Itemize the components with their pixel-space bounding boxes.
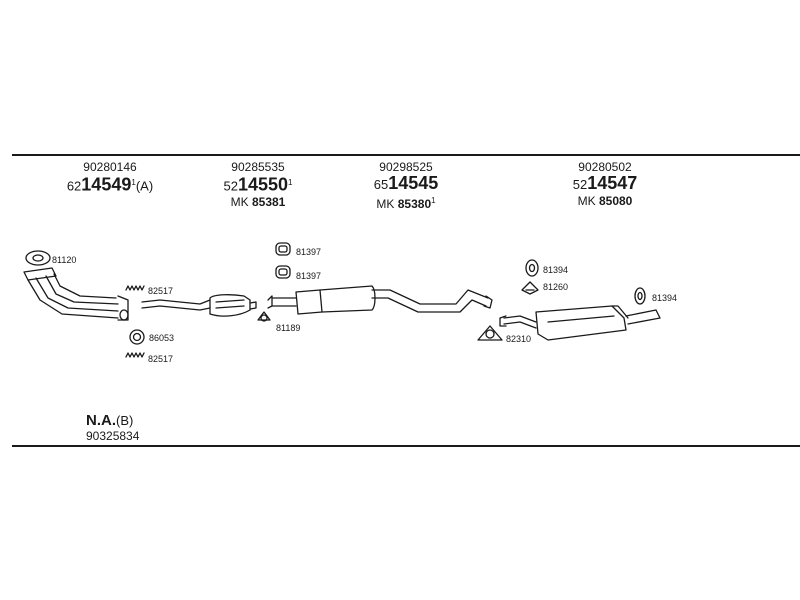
mount-kit: MK 85080 <box>577 194 633 208</box>
label-82517-b: 82517 <box>148 354 174 364</box>
not-available-oe-number: 90325834 <box>86 429 140 443</box>
front-pipe <box>23 267 129 321</box>
mount-kit: MK 85381 <box>230 195 286 210</box>
mount-kit: MK 853801 <box>376 196 436 211</box>
front-pipe-header: 90280146 62145491(A) <box>30 160 190 195</box>
oe-number: 90280146 <box>83 160 137 174</box>
label-81260: 81260 <box>543 282 569 292</box>
clamp-81260 <box>521 281 539 295</box>
middle-silencer-header: 90298525 6514545 MK 853801 <box>326 160 486 211</box>
label-86053: 86053 <box>149 333 175 343</box>
gasket-81120 <box>25 250 51 266</box>
seal-ring-86053 <box>129 329 145 345</box>
gasket-82310 <box>477 325 503 341</box>
hanger-81394-a <box>525 259 539 277</box>
rear-silencer <box>499 305 661 341</box>
spring-82517-b <box>125 352 145 358</box>
label-81189: 81189 <box>276 323 301 333</box>
label-81397-b: 81397 <box>296 271 322 281</box>
hanger-81397-b <box>275 265 291 279</box>
catalyst-pipe <box>141 294 257 317</box>
rear-silencer-header: 90280502 5214547 MK 85080 <box>525 160 685 208</box>
label-81394-b: 81394 <box>652 293 678 303</box>
gasket-81189 <box>257 311 271 322</box>
oe-number: 90285535 <box>231 160 285 174</box>
label-82310: 82310 <box>506 334 532 344</box>
label-82517-a: 82517 <box>148 286 174 296</box>
not-available-note: N.A.(B) <box>86 412 134 429</box>
label-81120: 81120 <box>52 255 77 265</box>
oe-number: 90280502 <box>578 160 632 174</box>
top-divider <box>12 154 800 156</box>
part-number: 6514545 <box>373 173 439 193</box>
part-number: 52145501 <box>223 174 293 195</box>
label-81394-a: 81394 <box>543 265 569 275</box>
bottom-divider <box>12 445 800 447</box>
middle-silencer <box>267 285 493 315</box>
spring-82517-a <box>125 285 145 291</box>
oe-number: 90298525 <box>379 160 433 174</box>
hanger-81397-a <box>275 242 291 256</box>
part-number: 62145491(A) <box>66 174 154 195</box>
hanger-81394-b <box>634 287 646 305</box>
part-number: 5214547 <box>572 173 638 193</box>
catalyst-header: 90285535 52145501 MK 85381 <box>178 160 338 209</box>
label-81397-a: 81397 <box>296 247 322 257</box>
